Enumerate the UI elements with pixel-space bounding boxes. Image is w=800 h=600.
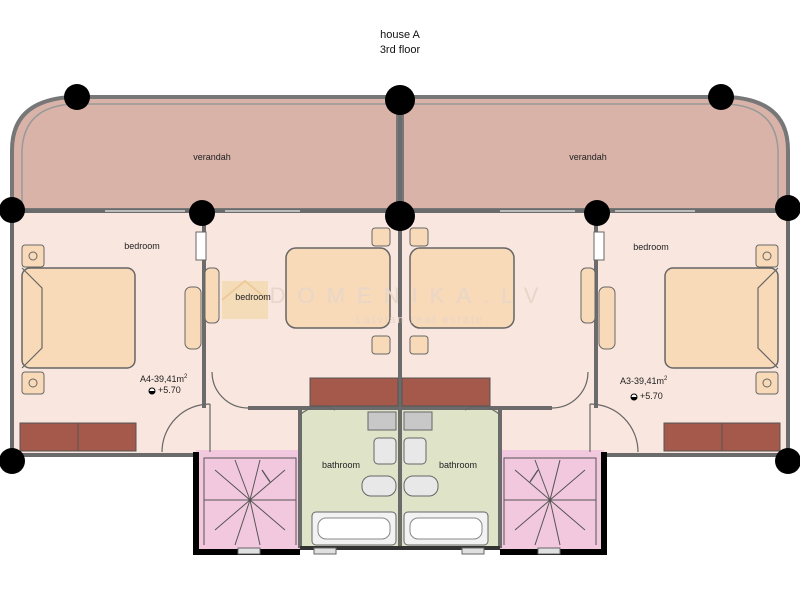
label-bathroom-right: bathroom (439, 460, 477, 470)
bed-left (21, 267, 136, 369)
toilet-icon (403, 475, 439, 497)
label-bedroom-left: bedroom (124, 241, 160, 251)
column-icon (708, 84, 734, 110)
label-bedroom-right: bedroom (633, 242, 669, 252)
column-icon (385, 85, 415, 115)
column-icon (775, 448, 800, 474)
bathtub-inner (317, 517, 391, 540)
sink-icon (403, 437, 427, 465)
hall-right-floor (495, 408, 640, 453)
desk-left (184, 286, 202, 350)
cabinet-icon (367, 411, 397, 431)
wardrobe-center-right (401, 377, 491, 407)
label-verandah-left: verandah (193, 152, 231, 162)
house-logo-icon (222, 281, 268, 319)
radiator-icon (195, 231, 207, 261)
label-bathroom-left: bathroom (322, 460, 360, 470)
chair-left (204, 267, 220, 324)
sink-icon (373, 437, 397, 465)
plan-title-line2: 3rd floor (380, 44, 421, 56)
doors (161, 371, 639, 453)
level-marker-fill (631, 397, 637, 400)
lamp-icon (28, 378, 38, 388)
unit-right-area: A3-39,41m2 (620, 376, 668, 386)
nightstand-icon (755, 244, 779, 268)
label-bedroom-center-left: bedroom (235, 292, 271, 302)
unit-right-level: +5.70 (640, 391, 663, 401)
watermark-brand: DOMENIKA.LV (270, 283, 551, 308)
column-icon (0, 448, 25, 474)
label-verandah-right: verandah (569, 152, 607, 162)
column-icon (0, 197, 25, 223)
bed-center-right (409, 247, 515, 329)
plan-title-line1: house A (380, 29, 420, 41)
column-icon (189, 200, 215, 226)
level-marker-fill (149, 391, 155, 394)
unit-left-level: +5.70 (158, 385, 181, 395)
bed-right (664, 267, 779, 369)
column-icon (385, 201, 415, 231)
hall-left-floor (160, 408, 305, 453)
bed-center-left (285, 247, 391, 329)
nightstand-icon (755, 371, 779, 395)
bathtub-inner (409, 517, 483, 540)
watermark-tagline: Latvian real estate (356, 314, 484, 326)
columns (0, 84, 800, 474)
verandah-left-area (10, 95, 400, 212)
stairs-right-icon (503, 457, 597, 546)
chair-right (580, 267, 596, 324)
stair-grates (237, 547, 561, 555)
wardrobe-center-left (309, 377, 399, 407)
watermark: DOMENIKA.LV Latvian real estate (221, 279, 551, 326)
nightstand-icon (21, 244, 45, 268)
nightstand-icon (21, 371, 45, 395)
nightstand-icon (371, 227, 391, 247)
column-icon (775, 195, 800, 221)
lamp-icon (762, 378, 772, 388)
nightstand-icon (409, 227, 429, 247)
lamp-icon (762, 251, 772, 261)
nightstand-icon (409, 335, 429, 355)
radiator-icon (593, 231, 605, 261)
toilet-icon (361, 475, 397, 497)
nightstand-icon (371, 335, 391, 355)
stairs-left-icon (203, 457, 297, 546)
lamp-icon (28, 251, 38, 261)
desk-right (598, 286, 616, 350)
column-icon (64, 84, 90, 110)
column-icon (584, 200, 610, 226)
unit-left-area: A4-39,41m2 (140, 374, 188, 384)
cabinet-icon (403, 411, 433, 431)
